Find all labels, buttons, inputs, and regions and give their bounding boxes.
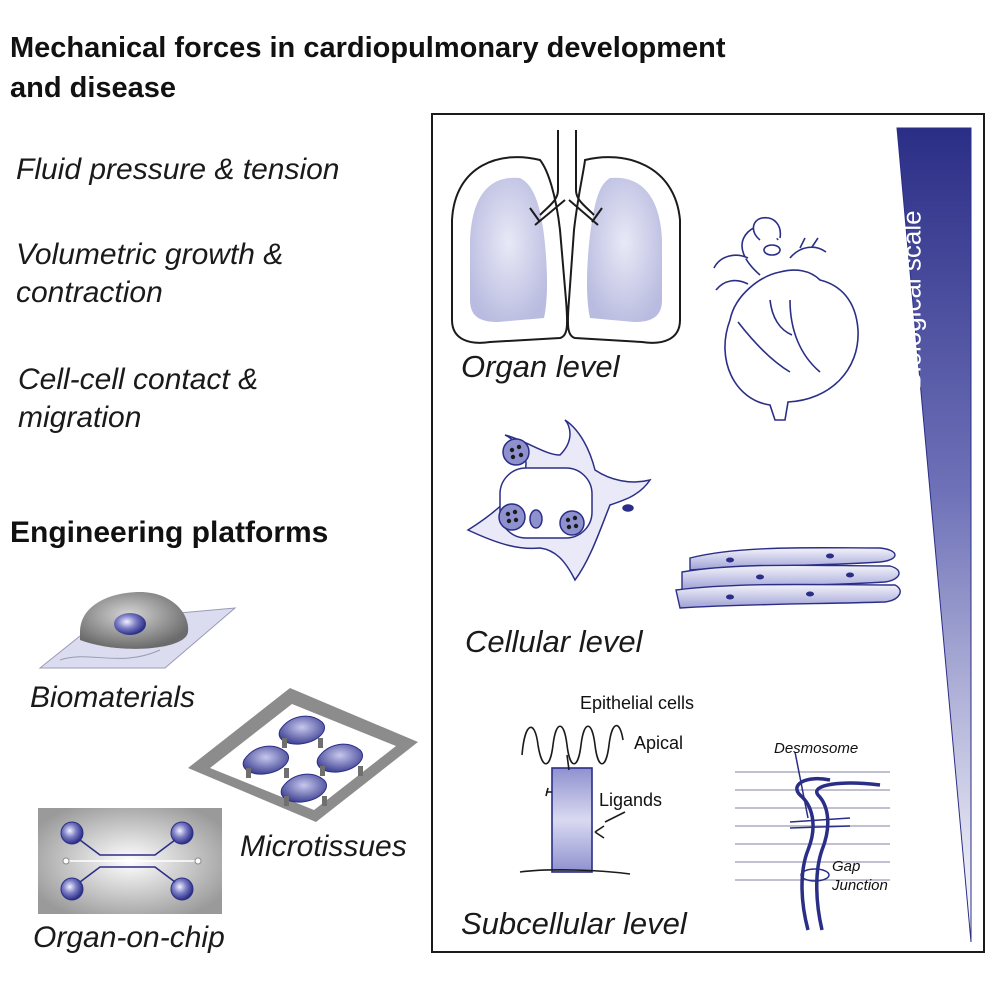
platform-label-organ-on-chip: Organ-on-chip xyxy=(33,921,225,954)
scale-wedge xyxy=(896,127,972,943)
label-desmosome: Desmosome xyxy=(774,740,859,757)
biomaterials-illustration xyxy=(38,592,237,669)
biological-scale-panel xyxy=(431,113,985,953)
junction-illustration xyxy=(735,751,890,931)
force-volumetric-growth-line-1: Volumetric growth & xyxy=(16,238,284,271)
platforms-heading: Engineering platforms xyxy=(10,516,329,549)
label-epithelial-cells: Epithelial cells xyxy=(580,693,695,713)
force-fluid-pressure: Fluid pressure & tension xyxy=(16,153,340,186)
level-label-subcellular: Subcellular level xyxy=(461,906,687,941)
figure-title-line-1: Mechanical forces in cardiopulmonary dev… xyxy=(10,32,726,64)
label-gap: Gap xyxy=(832,858,861,875)
organ-on-chip-illustration xyxy=(38,808,222,914)
label-junction: Junction xyxy=(832,877,888,894)
label-ligands: Ligands xyxy=(599,790,663,810)
heart-illustration xyxy=(713,216,859,421)
platform-label-microtissues: Microtissues xyxy=(240,830,407,863)
platform-label-biomaterials: Biomaterials xyxy=(30,681,196,714)
label-apical: Apical xyxy=(634,733,684,753)
force-cell-contact-line-2: migration xyxy=(18,401,142,434)
figure-title: Mechanical forces in cardiopulmonary dev… xyxy=(10,28,726,108)
alveolar-cells-illustration xyxy=(466,419,652,582)
figure-title-line-2: and disease xyxy=(10,72,177,104)
cardiomyocyte-illustration xyxy=(675,547,901,609)
force-cell-contact-line-1: Cell-cell contact & xyxy=(18,363,259,396)
level-label-organ: Organ level xyxy=(461,349,620,384)
scale-label-text: Biological scale xyxy=(896,210,927,390)
epithelial-illustration xyxy=(519,724,631,875)
force-volumetric-growth-line-2: contraction xyxy=(16,276,163,309)
level-label-cellular: Cellular level xyxy=(465,624,643,659)
lungs-illustration xyxy=(451,130,681,344)
microtissues-illustration xyxy=(188,688,418,822)
